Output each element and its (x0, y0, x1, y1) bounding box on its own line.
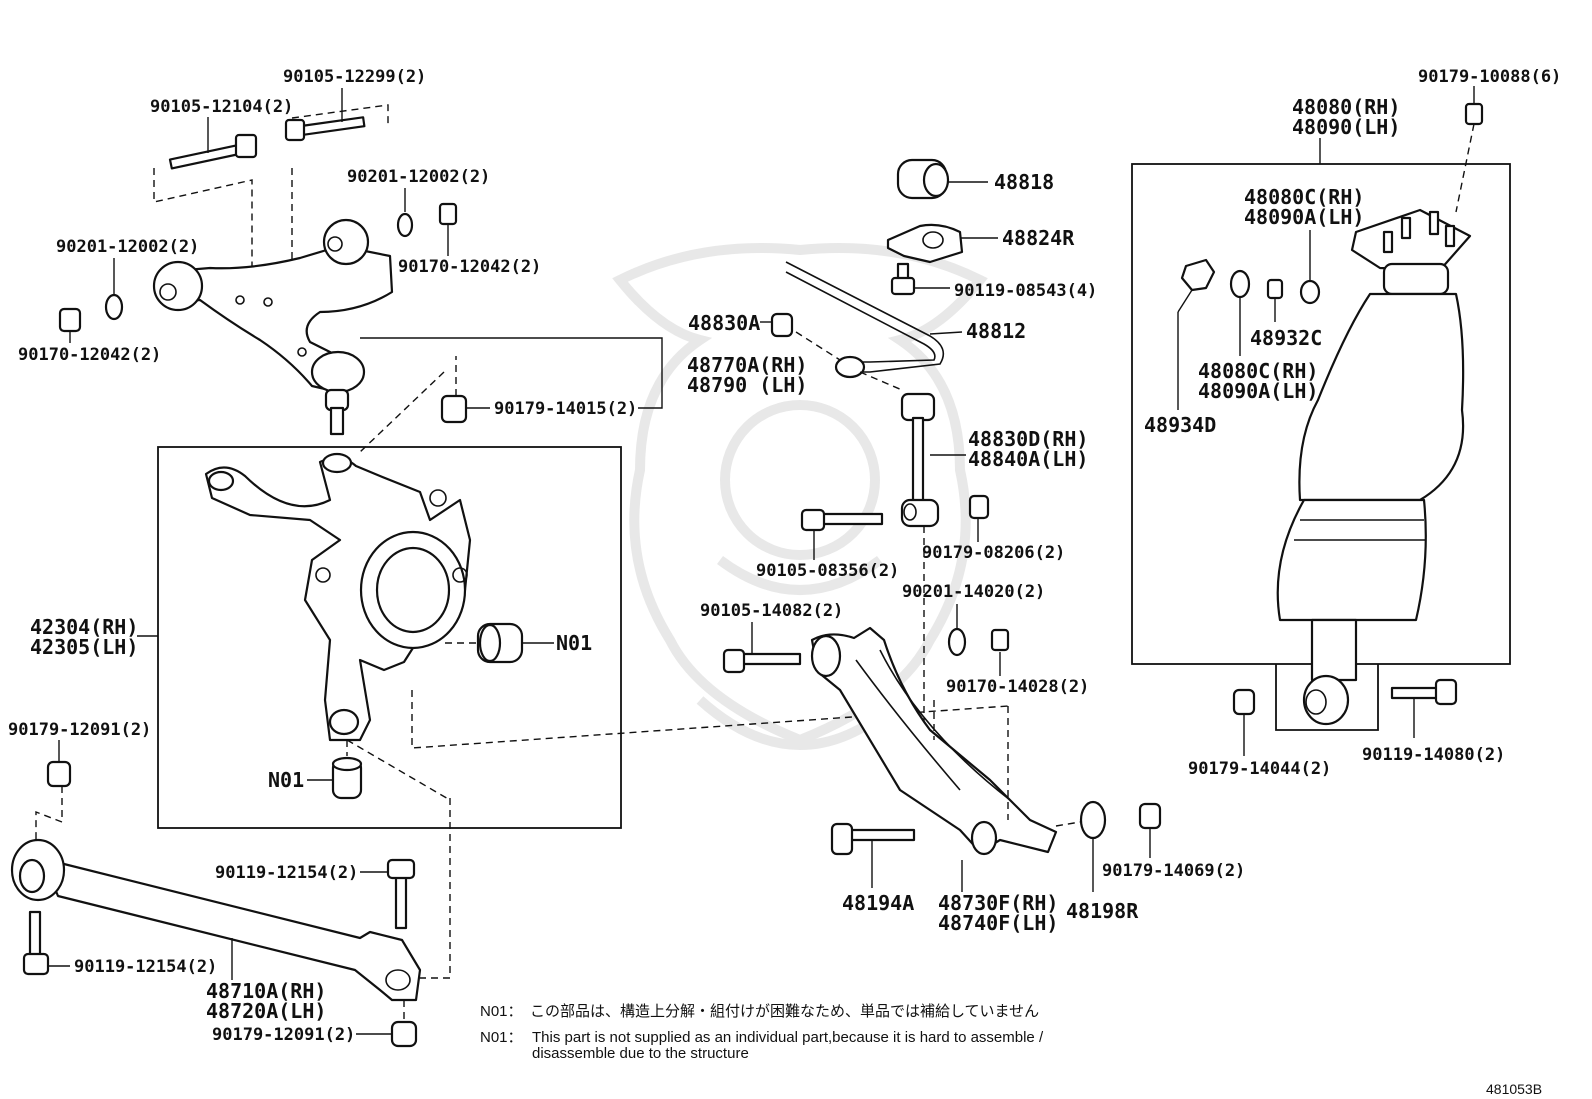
label-48090A-lh-mid: 48090A(LH) (1198, 379, 1318, 403)
nut-90170-12042-left-icon (58, 307, 82, 333)
washer-90201-12002-left-icon (104, 293, 124, 321)
label-90105-12104: 90105-12104(2) (150, 97, 293, 117)
nut-48932C-icon (1266, 278, 1284, 300)
label-48090A-lh-top: 48090A(LH) (1244, 205, 1364, 229)
bolt-90105-14082-icon (722, 648, 802, 674)
label-90105-08356: 90105-08356(2) (756, 561, 899, 581)
stabilizer-bracket-48824R-icon (886, 223, 964, 264)
label-48198R: 48198R (1066, 899, 1139, 923)
label-90119-08543: 90119-08543(4) (954, 281, 1097, 301)
label-48090-lh: 48090(LH) (1292, 115, 1400, 139)
label-n01-right: N01 (556, 631, 592, 655)
label-90170-12042-right: 90170-12042(2) (398, 257, 541, 277)
label-90179-10088: 90179-10088(6) (1418, 67, 1561, 87)
label-90179-08206: 90179-08206(2) (922, 543, 1065, 563)
bolt-90105-12104-icon (168, 133, 258, 170)
label-42304-rh: 42304(RH) (30, 615, 138, 639)
lower-arm-48710A-icon (10, 838, 422, 1002)
washer-90201-12002-top-icon (396, 212, 414, 238)
bolt-90119-12154-right-icon (386, 858, 416, 930)
note-n01-jp-text: この部品は、構造上分解・組付けが困難なため、単品では補給していません (530, 1003, 1039, 1020)
upper-control-arm-group (58, 88, 663, 453)
figure-number: 481053B (1486, 1081, 1542, 1097)
washer-90201-14020-icon (947, 627, 967, 657)
nut-90179-14015-icon (440, 394, 468, 424)
bushing-n01-right-icon (476, 622, 524, 664)
label-90201-14020: 90201-14020(2) (902, 582, 1045, 602)
note-n01-en-line2: disassemble due to the structure (532, 1045, 749, 1062)
label-48830A: 48830A (688, 311, 760, 335)
label-90170-12042-left: 90170-12042(2) (18, 345, 161, 365)
note-n01-en-prefix: N01： (480, 1029, 523, 1046)
label-48080C-rh-top: 48080C(RH) (1244, 185, 1364, 209)
bolt-90119-08543-icon (890, 262, 916, 296)
label-48080-rh: 48080(RH) (1292, 95, 1400, 119)
label-90201-12002-left: 90201-12002(2) (56, 237, 199, 257)
stabilizer-link-48830D-icon (900, 392, 940, 528)
label-90119-14080: 90119-14080(2) (1362, 745, 1505, 765)
label-48932C: 48932C (1250, 326, 1322, 350)
upper-arm-48770A-icon (152, 218, 394, 436)
label-48730F-rh: 48730F(RH) (938, 891, 1058, 915)
o-ring-48080C-top-icon (1299, 279, 1321, 305)
nut-90179-10088-icon (1464, 102, 1484, 126)
label-90179-14044: 90179-14044(2) (1188, 759, 1331, 779)
nut-90179-12091-top-icon (46, 760, 72, 788)
nut-90170-14028-icon (990, 628, 1010, 652)
label-48824R: 48824R (1002, 226, 1075, 250)
bolt-48194A-icon (830, 822, 916, 856)
stabilizer-bushing-48818-icon (896, 158, 950, 200)
label-48812: 48812 (966, 319, 1026, 343)
label-90105-14082: 90105-14082(2) (700, 601, 843, 621)
nut-90179-14069-icon (1138, 802, 1162, 830)
label-48194A: 48194A (842, 891, 914, 915)
nut-90179-14044-icon (1232, 688, 1256, 716)
label-48818: 48818 (994, 170, 1054, 194)
label-90179-14069: 90179-14069(2) (1102, 861, 1245, 881)
note-n01-en-line1: This part is not supplied as an individu… (532, 1029, 1044, 1046)
label-90170-14028: 90170-14028(2) (946, 677, 1089, 697)
nut-90179-12091-bottom-icon (390, 1020, 418, 1048)
lower-arm-48730F-icon (810, 626, 1058, 856)
nut-90179-08206-icon (968, 494, 990, 520)
label-90119-12154-left: 90119-12154(2) (74, 957, 217, 977)
bolt-90105-08356-icon (800, 508, 884, 532)
label-42305-lh: 42305(LH) (30, 635, 138, 659)
bolt-90119-14080-icon (1390, 678, 1458, 706)
label-48710A-rh: 48710A(RH) (206, 979, 326, 1003)
label-48720A-lh: 48720A(LH) (206, 999, 326, 1023)
steering-knuckle-42304-icon (204, 452, 472, 742)
knuckle-box (157, 446, 622, 829)
label-48740F-lh: 48740F(LH) (938, 911, 1058, 935)
nut-90170-12042-right-icon (438, 202, 458, 226)
label-90179-12091-top: 90179-12091(2) (8, 720, 151, 740)
shock-box-lower (1275, 664, 1379, 731)
bolt-90119-12154-left-icon (22, 910, 50, 976)
label-n01-left: N01 (268, 768, 304, 792)
label-48080C-rh-mid: 48080C(RH) (1198, 359, 1318, 383)
nut-48830A-icon (770, 312, 794, 338)
stabilizer-bar-48812-icon (785, 261, 945, 379)
bolt-90105-12299-icon (284, 116, 366, 142)
shock-absorber-48080-icon (1276, 208, 1472, 726)
washer-48198R-icon (1079, 800, 1107, 840)
label-48770A-rh: 48770A(RH) (687, 353, 807, 377)
bushing-n01-left-icon (331, 756, 363, 800)
label-48840A-lh: 48840A(LH) (968, 447, 1088, 471)
watermark-emblem (612, 243, 988, 750)
clip-48934D-icon (1180, 258, 1216, 292)
label-48934D: 48934D (1144, 413, 1216, 437)
label-90119-12154-right: 90119-12154(2) (215, 863, 358, 883)
note-n01-jp-prefix: N01： (480, 1003, 523, 1020)
label-90179-12091-bottom: 90179-12091(2) (212, 1025, 355, 1045)
label-90201-12002-top: 90201-12002(2) (347, 167, 490, 187)
label-48830D-rh: 48830D(RH) (968, 427, 1088, 451)
label-90179-14015: 90179-14015(2) (494, 399, 637, 419)
label-48790-lh: 48790 (LH) (687, 373, 807, 397)
label-90105-12299: 90105-12299(2) (283, 67, 426, 87)
o-ring-48080C-mid-icon (1229, 269, 1251, 299)
